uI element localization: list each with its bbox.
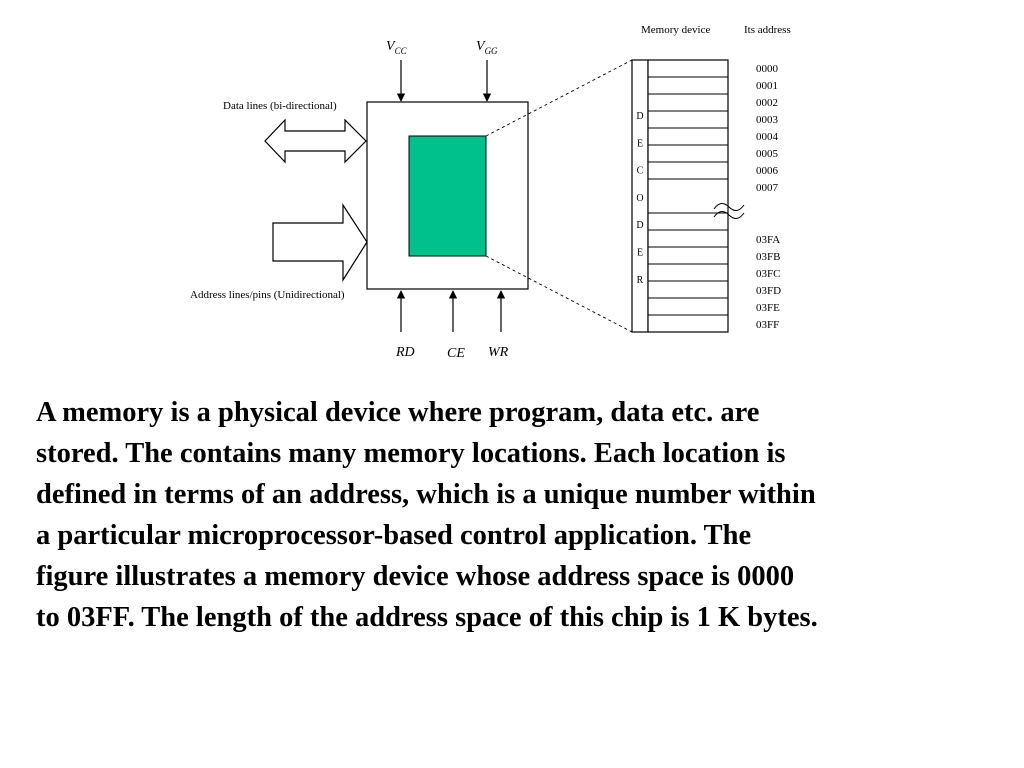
memory-grid-outline: [647, 59, 729, 333]
address-label: 0006: [756, 165, 779, 177]
decoder-letter: D: [636, 111, 643, 122]
break-symbol: [713, 203, 745, 211]
description-paragraph: A memory is a physical device where prog…: [36, 392, 986, 638]
address-labels-bottom: 03FA 03FB 03FC 03FD 03FE 03FF: [756, 234, 781, 331]
decoder-letter: C: [637, 166, 644, 177]
address-lines-arrow: [272, 202, 368, 283]
paragraph-line: stored. The contains many memory locatio…: [36, 438, 786, 469]
data-lines-label: Data lines (bi-directional): [223, 100, 337, 112]
decoder-letter: R: [637, 275, 644, 286]
paragraph-line: to 03FF. The length of the address space…: [36, 602, 818, 633]
zoom-line-bottom: [485, 255, 633, 333]
address-label: 0004: [756, 131, 779, 143]
address-label: 03FF: [756, 319, 779, 331]
address-label: 0001: [756, 80, 778, 92]
vgg-label: VGG: [476, 39, 498, 56]
paragraph-line: a particular microprocessor-based contro…: [36, 520, 752, 551]
address-label: 03FC: [756, 268, 780, 280]
paragraph-line: A memory is a physical device where prog…: [36, 397, 760, 428]
address-label: 03FB: [756, 251, 780, 263]
address-label: 0000: [756, 63, 779, 75]
address-label: 0002: [756, 97, 778, 109]
address-label: 03FD: [756, 285, 781, 297]
address-label: 0005: [756, 148, 779, 160]
address-header: Its address: [744, 24, 791, 36]
address-lines-label: Address lines/pins (Unidirectional): [190, 289, 345, 301]
decoder-letter: O: [636, 193, 643, 204]
address-label: 03FA: [756, 234, 780, 246]
break-symbol: [713, 211, 745, 219]
decoder-letter: D: [636, 220, 643, 231]
memory-block: [408, 135, 487, 257]
paragraph-line: defined in terms of an address, which is…: [36, 479, 816, 510]
address-label: 0007: [756, 182, 779, 194]
memory-location-grid: [647, 59, 729, 333]
zoom-line-top: [485, 59, 633, 137]
data-lines-arrow: [264, 118, 367, 164]
address-label: 03FE: [756, 302, 780, 314]
wr-label: WR: [488, 345, 509, 360]
decoder-letters: D E C O D E R: [636, 111, 643, 286]
rd-label: RD: [395, 345, 415, 360]
memory-device-header: Memory device: [641, 24, 710, 36]
address-labels-top: 0000 0001 0002 0003 0004 0005 0006 0007: [756, 63, 779, 194]
address-label: 0003: [756, 114, 779, 126]
paragraph-line: figure illustrates a memory device whose…: [36, 561, 795, 592]
decoder-letter: E: [637, 138, 643, 149]
decoder-letter: E: [637, 248, 643, 259]
ce-label: CE: [447, 346, 465, 361]
vcc-label: VCC: [386, 39, 408, 56]
memory-diagram: Memory device Its address VCC VGG Data l…: [190, 24, 791, 361]
